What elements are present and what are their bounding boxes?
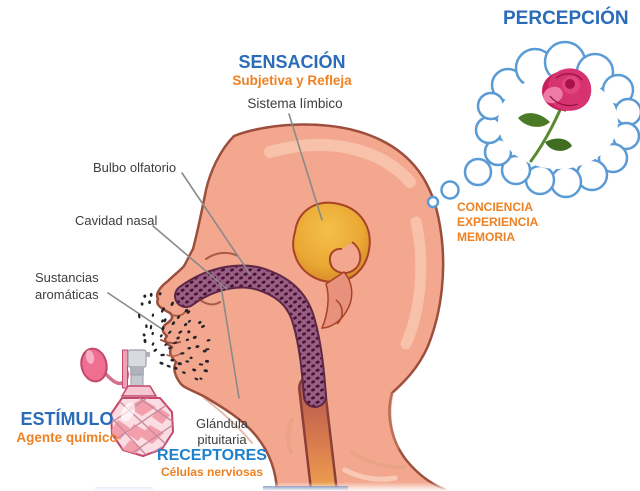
stimulus-title: ESTÍMULO [20, 409, 114, 429]
sensation-title: SENSACIÓN [238, 52, 346, 72]
receptors-block: RECEPTORES Células nerviosas [147, 447, 277, 480]
stimulus-block: ESTÍMULO Agente químico [9, 409, 125, 445]
concept-conciencia: CONCIENCIA [457, 200, 534, 214]
sensation-block: SENSACIÓN Subjetiva y Refleja [212, 52, 372, 88]
receptors-title: RECEPTORES [157, 447, 267, 464]
stimulus-subtitle: Agente químico [16, 430, 118, 445]
nasal-cavity-label: Cavidad nasal [75, 213, 158, 228]
face-details [160, 251, 406, 482]
rose-icon [518, 68, 592, 163]
atomizer-cap [127, 349, 147, 368]
concept-memoria: MEMORIA [457, 230, 515, 244]
limbic-system-region [292, 201, 371, 329]
olfactory-bulb-label: Bulbo olfatorio [93, 160, 177, 175]
perception-concepts-list: CONCIENCIA EXPERIENCIA MEMORIA [457, 200, 538, 245]
thought-trail-bubbles [426, 157, 493, 209]
perfume-atomizer-bottle [80, 347, 174, 457]
squeeze-bulb [80, 347, 108, 383]
bottom-fade [0, 482, 640, 491]
pituitary-leader-line [220, 285, 240, 399]
olfactory-bulb-leader-line [181, 172, 251, 275]
rose-thought-bubble [426, 40, 640, 209]
perception-title: PERCEPCIÓN [503, 8, 629, 29]
sensation-subtitle: Subjetiva y Refleja [232, 73, 352, 88]
concept-experiencia: EXPERIENCIA [457, 215, 539, 229]
limbic-leader-line [288, 113, 323, 221]
limbic-system-label: Sistema límbico [247, 96, 343, 111]
aromatic-substances-label: Sustancias aromáticas [35, 270, 99, 302]
receptors-subtitle: Células nerviosas [160, 465, 264, 479]
aromatic-spray-particles [138, 292, 211, 381]
aromatic-substances-leader-line [107, 292, 163, 330]
nasal-cavity-leader-line [152, 225, 228, 290]
pituitary-gland-label: Glándula pituitaria [195, 416, 249, 447]
olfactory-pathway-band [174, 264, 338, 491]
leader-lines [107, 113, 323, 399]
